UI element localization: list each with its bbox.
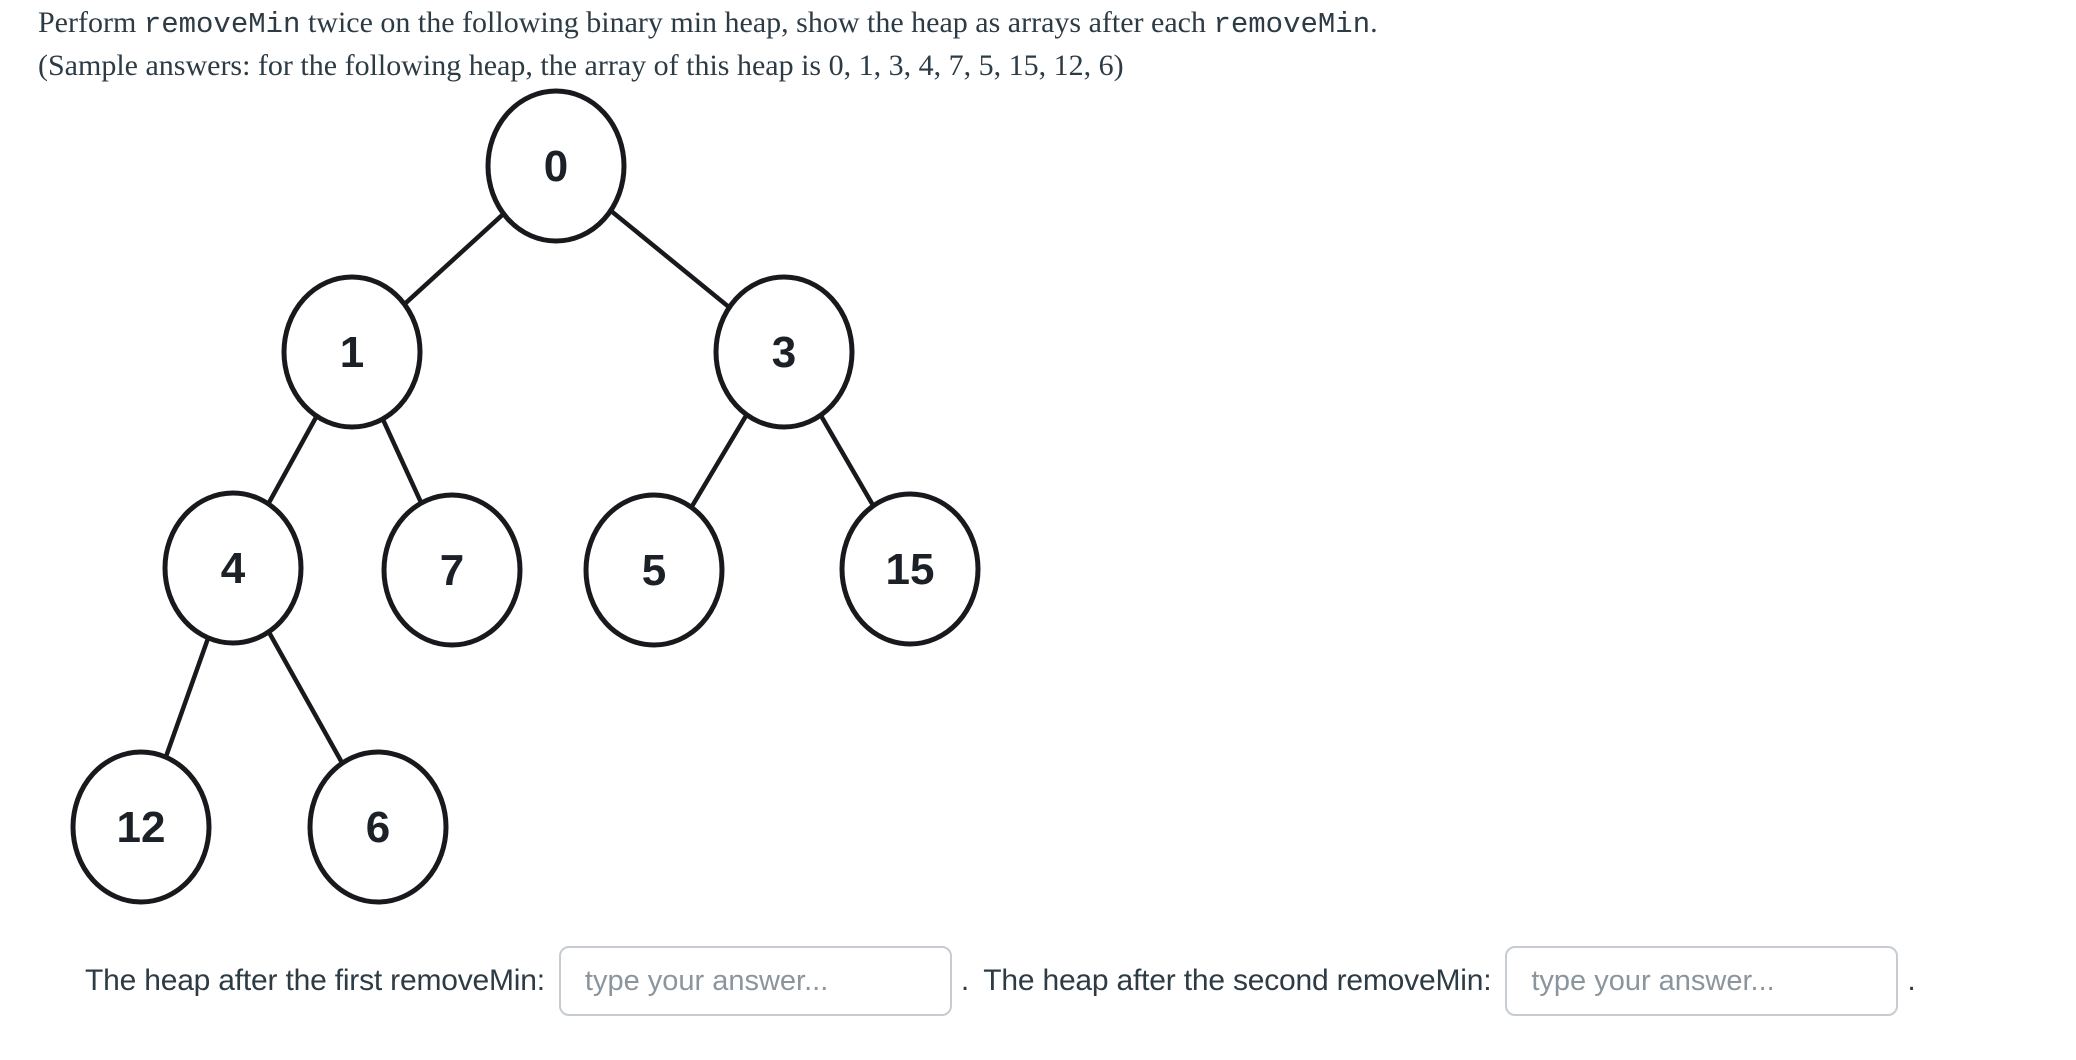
question-code-removemin: removeMin bbox=[1213, 8, 1371, 41]
tree-node-value: 5 bbox=[642, 546, 666, 595]
tree-node-circle bbox=[713, 274, 855, 430]
tree-node-value: 4 bbox=[221, 544, 246, 593]
tree-node-12: 12 bbox=[70, 749, 212, 905]
tree-node-value: 0 bbox=[544, 142, 568, 191]
question-text: Perform removeMin twice on the following… bbox=[38, 2, 1378, 86]
tree-node-circle bbox=[162, 490, 304, 646]
tree-node-circle bbox=[485, 88, 627, 244]
second-answer-label: The heap after the second removeMin: bbox=[983, 964, 1492, 997]
question-segment: . bbox=[1370, 6, 1378, 39]
first-answer-input[interactable] bbox=[558, 946, 952, 1016]
tree-node-5: 5 bbox=[583, 492, 725, 648]
second-answer-input[interactable] bbox=[1505, 946, 1899, 1016]
question-segment: twice on the following binary min heap, … bbox=[300, 6, 1214, 39]
tree-node-circle bbox=[381, 492, 523, 648]
tree-node-value: 15 bbox=[886, 545, 935, 594]
tree-node-value: 12 bbox=[117, 803, 166, 852]
sentence-period: . bbox=[960, 964, 970, 997]
tree-node-value: 3 bbox=[772, 328, 796, 377]
tree-node-value: 1 bbox=[340, 328, 364, 377]
tree-node-4: 4 bbox=[162, 490, 304, 646]
sample-answer-note: (Sample answers: for the following heap,… bbox=[38, 49, 1124, 82]
tree-node-circle bbox=[583, 492, 725, 648]
tree-node-7: 7 bbox=[381, 492, 523, 648]
tree-node-1: 1 bbox=[281, 274, 423, 430]
tree-node-0: 0 bbox=[485, 88, 627, 244]
tree-node-circle bbox=[70, 749, 212, 905]
question-code-removemin: removeMin bbox=[143, 8, 301, 41]
answer-row: The heap after the first removeMin: . Th… bbox=[85, 946, 1916, 1016]
question-segment: Perform bbox=[38, 6, 144, 39]
tree-node-circle bbox=[307, 749, 449, 905]
sentence-period: . bbox=[1907, 964, 1916, 997]
heap-tree-diagram: 0 1 3 4 7 5 15 12 6 bbox=[70, 88, 981, 905]
tree-node-value: 7 bbox=[440, 546, 464, 595]
first-answer-label: The heap after the first removeMin: bbox=[85, 964, 545, 997]
tree-node-6: 6 bbox=[307, 749, 449, 905]
tree-node-circle bbox=[839, 491, 981, 647]
tree-node-3: 3 bbox=[713, 274, 855, 430]
tree-node-15: 15 bbox=[839, 491, 981, 647]
tree-node-circle bbox=[281, 274, 423, 430]
tree-node-value: 6 bbox=[366, 803, 390, 852]
